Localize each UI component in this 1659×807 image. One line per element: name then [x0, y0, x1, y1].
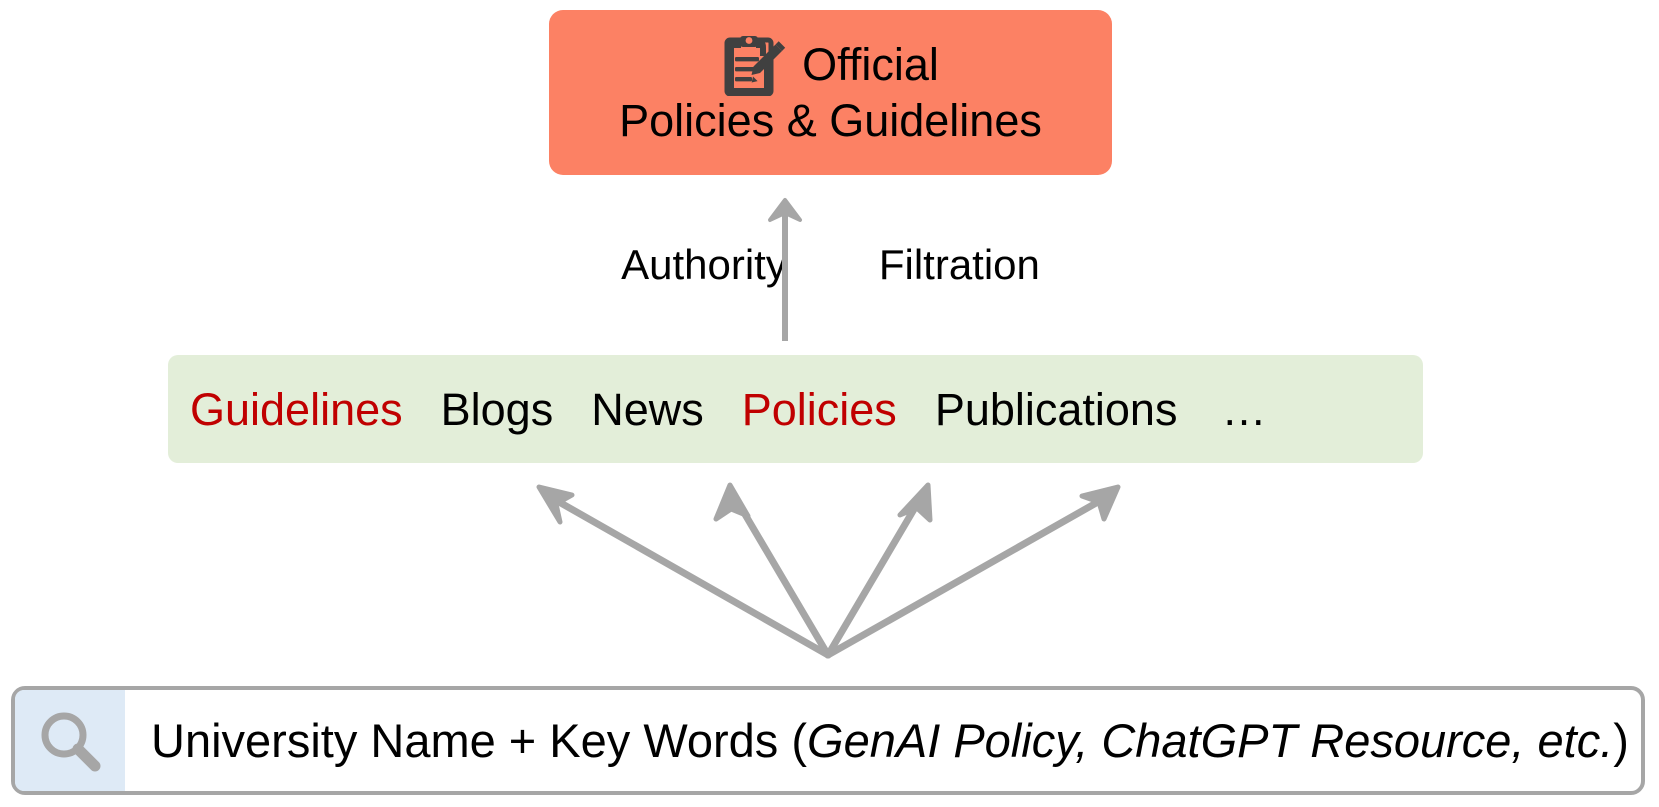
fan-arrow-line-2: [729, 490, 832, 659]
fan-arrow-line-1: [541, 490, 832, 659]
source-item-blogs[interactable]: Blogs: [440, 383, 554, 435]
fan-arrow-line-3: [824, 490, 927, 659]
fan-arrow-line-4: [824, 490, 1116, 659]
search-text-italic: GenAI Policy, ChatGPT Resource, etc.: [807, 714, 1614, 767]
search-icon-panel[interactable]: [15, 690, 125, 791]
source-item-news[interactable]: News: [591, 383, 704, 435]
magnifier-icon: [41, 712, 101, 771]
source-item-policies[interactable]: Policies: [741, 383, 897, 435]
search-text-plain-1: University Name + Key Words (: [151, 714, 808, 767]
source-item-publications[interactable]: Publications: [934, 383, 1178, 435]
fan-arrow-head-2: [713, 482, 751, 522]
source-item-guidelines[interactable]: Guidelines: [190, 383, 403, 435]
fan-arrows-group: [536, 482, 1121, 659]
official-card-line-2: Policies & Guidelines: [619, 95, 1042, 147]
official-card-title: Official: [802, 39, 939, 91]
official-card-line-1: Official: [722, 34, 939, 97]
filtration-label: Filtration: [878, 241, 1040, 288]
up-arrow-icon: [768, 198, 802, 341]
official-policies-card: Official Policies & Guidelines: [549, 10, 1112, 175]
source-item-ellipsis: …: [1221, 383, 1267, 435]
search-query-text[interactable]: University Name + Key Words (GenAI Polic…: [125, 690, 1641, 791]
search-text-plain-2: ): [1613, 714, 1629, 767]
authority-label: Authority: [621, 241, 787, 288]
fan-arrow-head-1: [536, 484, 575, 525]
search-bar[interactable]: University Name + Key Words (GenAI Polic…: [11, 686, 1645, 795]
fan-arrow-head-3: [897, 482, 933, 523]
clipboard-pencil-icon: [724, 36, 786, 97]
sources-bar: Guidelines Blogs News Policies Publicati…: [168, 355, 1423, 463]
fan-arrow-head-4: [1079, 484, 1121, 522]
filtration-labels: Authority Filtration: [549, 236, 1112, 294]
